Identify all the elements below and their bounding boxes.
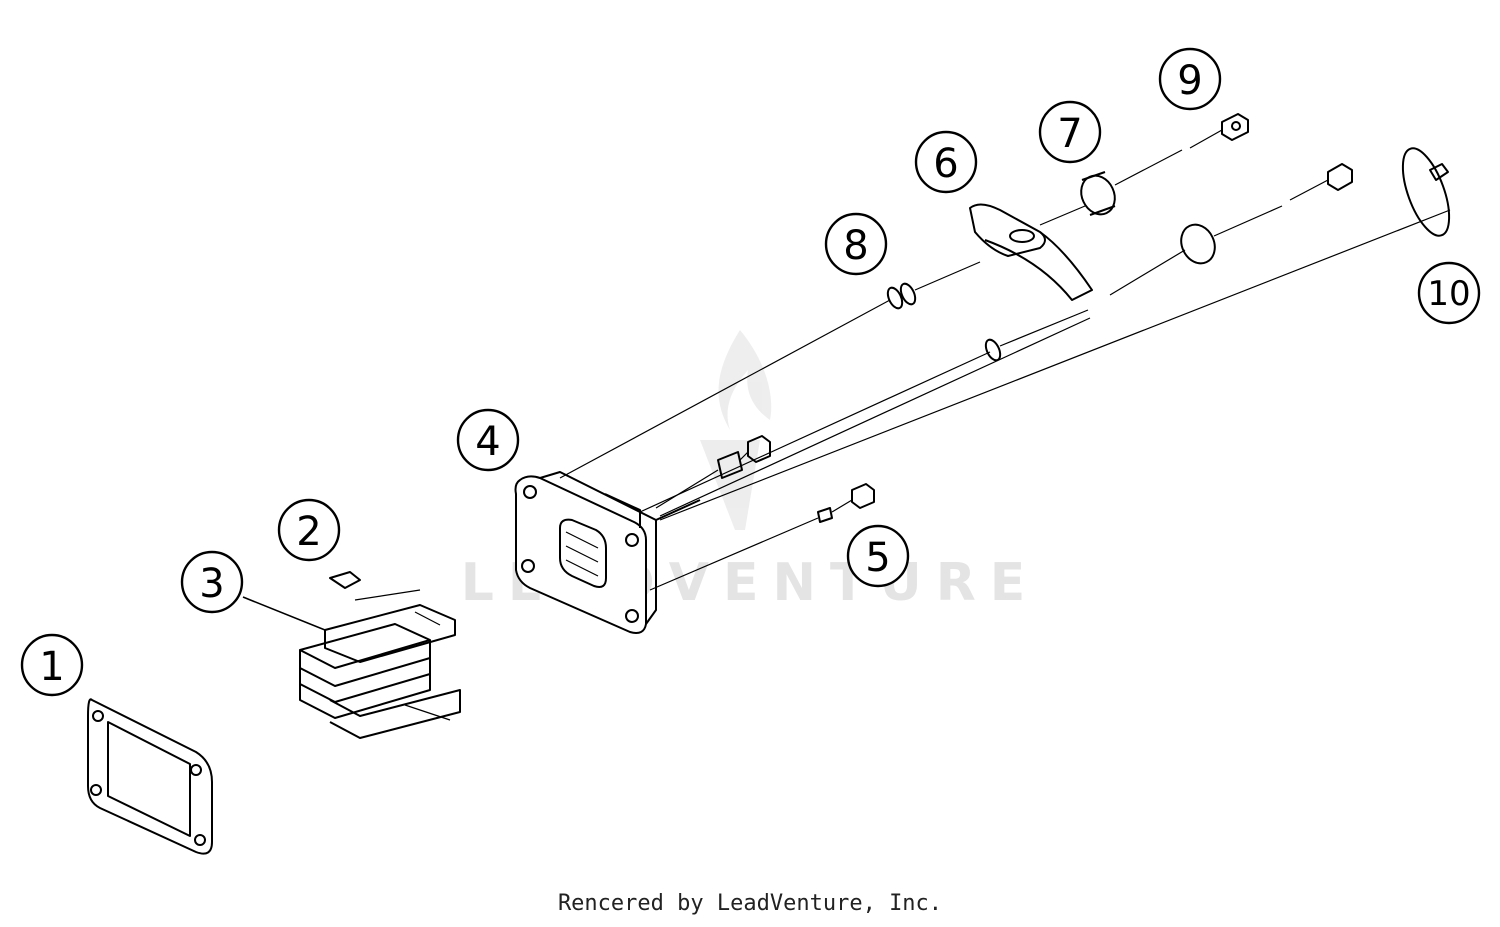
callout-1-label: 1 bbox=[39, 644, 64, 690]
callout-8-label: 8 bbox=[843, 223, 868, 269]
part-nut-5 bbox=[817, 483, 875, 523]
callout-9-label: 9 bbox=[1177, 58, 1202, 104]
callout-7: 7 bbox=[1038, 100, 1102, 164]
watermark-logo-icon bbox=[700, 330, 772, 530]
callout-3-label: 3 bbox=[199, 561, 224, 607]
callout-6-label: 6 bbox=[933, 141, 958, 187]
callout-8: 8 bbox=[824, 212, 888, 276]
callout-6: 6 bbox=[914, 130, 978, 194]
callout-4-label: 4 bbox=[475, 419, 500, 465]
part-washer-8 bbox=[886, 282, 917, 310]
callout-3-leader bbox=[242, 596, 326, 631]
credit-text: Rencered by LeadVenture, Inc. bbox=[558, 891, 942, 916]
callout-9: 9 bbox=[1158, 47, 1222, 111]
callout-10: 10 bbox=[1417, 261, 1481, 325]
callout-7-label: 7 bbox=[1057, 111, 1082, 157]
part-intake-manifold bbox=[514, 471, 701, 634]
part-nut-9 bbox=[1221, 113, 1249, 141]
part-grommet-lower bbox=[1180, 223, 1216, 265]
callout-5: 5 bbox=[846, 524, 910, 588]
part-bracket bbox=[969, 203, 1093, 301]
callout-4: 4 bbox=[456, 408, 520, 472]
callout-2: 2 bbox=[277, 498, 341, 562]
callout-10-label: 10 bbox=[1427, 274, 1470, 314]
callout-5-label: 5 bbox=[865, 535, 890, 581]
part-nut-upper bbox=[717, 435, 771, 479]
part-gasket bbox=[87, 698, 213, 855]
callout-3: 3 bbox=[180, 550, 244, 614]
callout-1: 1 bbox=[20, 633, 84, 697]
part-reed-block bbox=[299, 571, 461, 739]
assembly-lines bbox=[559, 129, 1451, 591]
callout-2-label: 2 bbox=[296, 509, 321, 555]
part-plug-10 bbox=[1401, 147, 1451, 237]
part-nut-upper-right bbox=[1327, 163, 1353, 191]
part-grommet-7 bbox=[1080, 171, 1116, 216]
